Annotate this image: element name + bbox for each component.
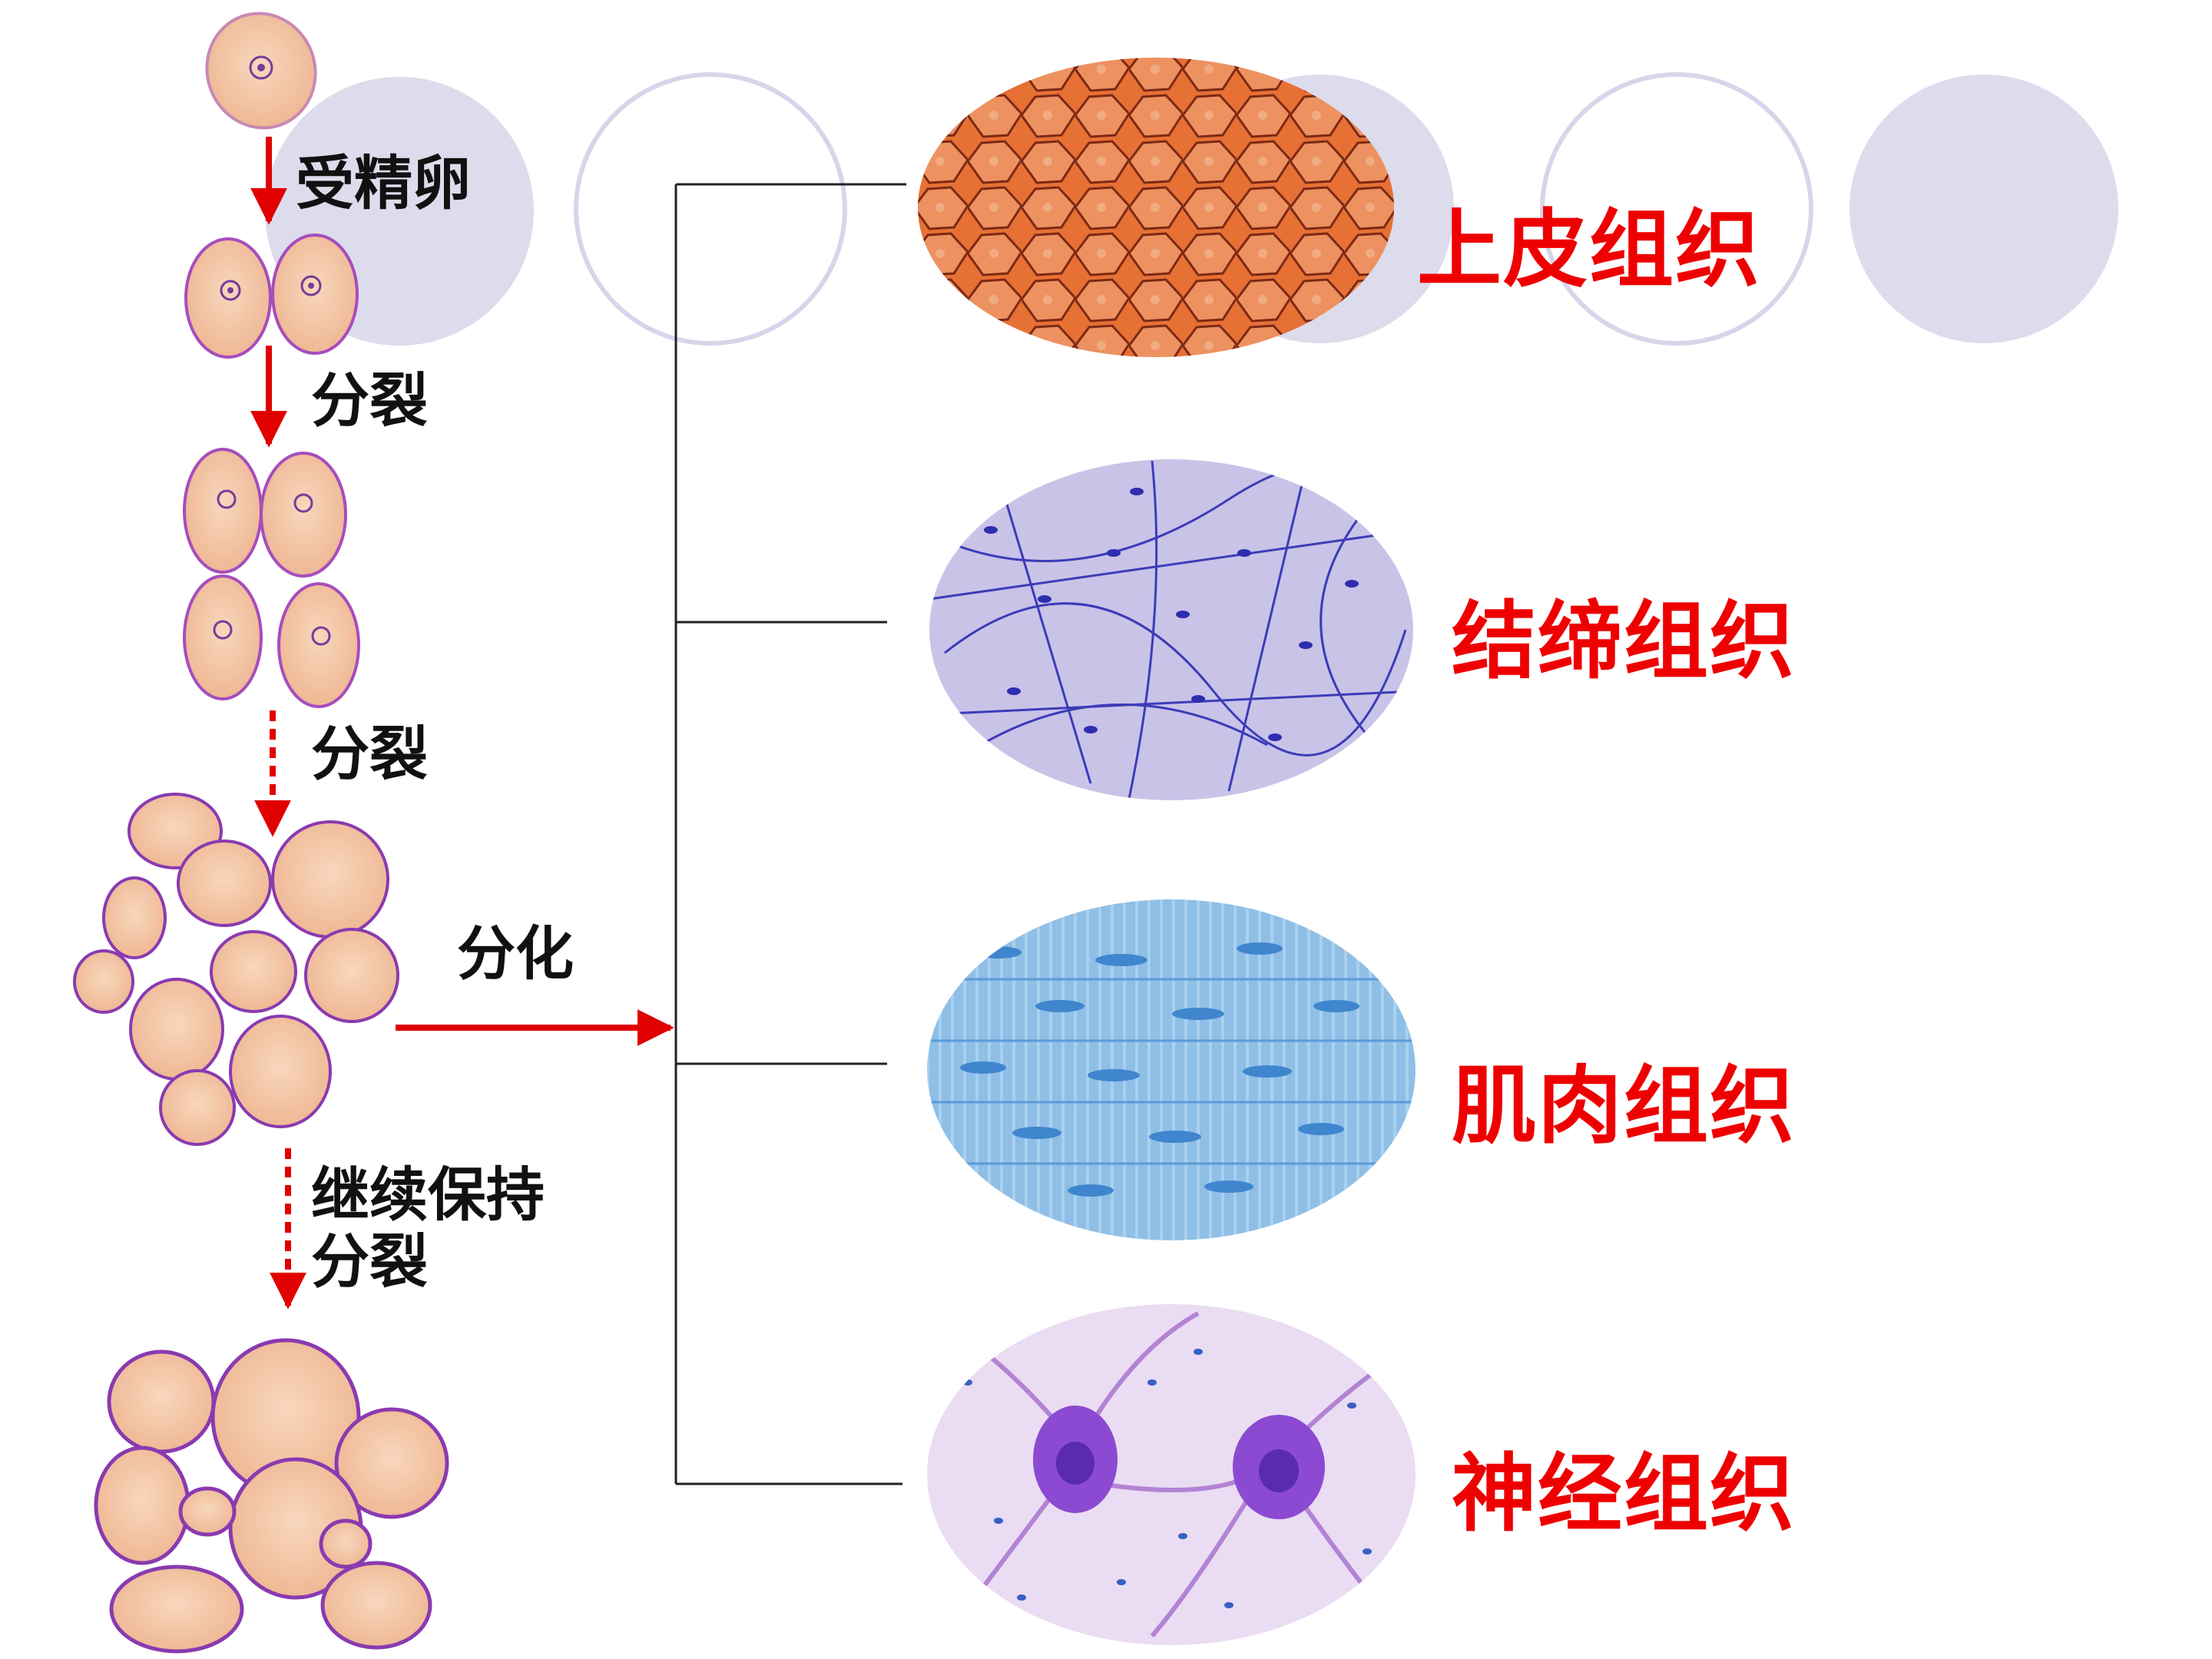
tissue-label-nerve: 神经组织 <box>1452 1445 1796 1543</box>
decor-circle-outline-2 <box>1540 72 1813 346</box>
nerve-micrograph <box>927 1304 1416 1645</box>
label-fertilized-egg: 受精卵 <box>296 149 471 217</box>
label-differentiation: 分化 <box>457 919 574 988</box>
connector-bracket <box>674 183 906 1485</box>
epithelial-micrograph <box>918 58 1394 357</box>
cell-stage-4 <box>183 448 360 708</box>
cell-stage-2 <box>184 233 359 359</box>
tissue-label-muscle: 肌肉组织 <box>1452 1057 1796 1155</box>
label-continue-division: 继续保持 分裂 <box>311 1161 545 1296</box>
decor-circle-filled-3 <box>1849 75 2118 343</box>
connective-micrograph <box>929 459 1413 800</box>
label-division-1: 分裂 <box>311 366 428 435</box>
muscle-micrograph <box>927 899 1416 1240</box>
cell-stage-many <box>73 793 399 1146</box>
label-continue-line-1: 继续保持 <box>311 1161 545 1229</box>
decor-circle-outline-1 <box>574 72 847 346</box>
cell-stage-final <box>94 1338 449 1654</box>
cell-stage-1 <box>205 12 317 130</box>
label-division-2: 分裂 <box>311 720 428 788</box>
arrows <box>250 137 674 1310</box>
label-continue-line-2: 分裂 <box>311 1227 428 1296</box>
tissue-label-epithelial: 上皮组织 <box>1417 200 1761 299</box>
tissue-label-connective: 结缔组织 <box>1452 592 1796 690</box>
